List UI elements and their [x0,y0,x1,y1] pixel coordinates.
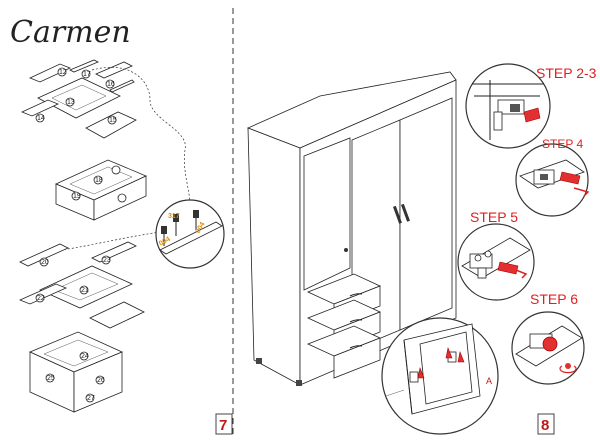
part-label: 17 [83,71,91,78]
step-5-detail [457,223,535,301]
detail-guide-line [91,67,191,206]
hardware-code: 004 [195,221,207,235]
page-number-box [537,413,555,435]
step-label: STEP 5 [470,209,518,225]
hardware-detail-callout: 317 004 004 [155,199,225,269]
hardware-code: 317 [168,213,180,220]
step-2-3-detail [465,63,551,149]
callout-letter: A [486,376,492,386]
top-drawer-exploded-diagram: 12 13 14 15 16 17 [20,59,137,139]
part-label: 14 [37,115,45,122]
part-label: 12 [59,69,67,76]
page-number-box [215,413,233,435]
part-label: 15 [109,117,117,124]
part-label: 26 [97,377,105,384]
step-6-detail [511,311,585,385]
part-label: 21 [81,287,89,294]
part-label: 19 [73,193,81,200]
part-label: 20 [41,259,49,266]
wardrobe-diagram [246,71,457,386]
step-label: STEP 4 [542,137,583,151]
part-label: 25 [47,375,55,382]
hardware-code: 004 [158,236,172,248]
step-4-detail [515,143,590,217]
part-label: 27 [87,395,95,402]
step-label: STEP 6 [530,291,578,307]
detail-guide-line [59,231,161,251]
page-number-left: 7 [219,417,227,434]
bottom-drawer-assembled-diagram: 24 25 26 27 [28,331,124,413]
step-label: STEP 2-3 [536,65,597,81]
page-number-right: 8 [541,417,549,434]
part-label: 18 [95,177,103,184]
door-detail-callout [381,317,499,435]
brand-logo: Carmen [10,15,131,50]
part-label: 16 [107,81,115,88]
part-label: 24 [81,353,89,360]
part-label: 23 [103,257,111,264]
top-drawer-assembled-diagram: 18 19 [55,159,147,221]
part-label: 13 [67,99,75,106]
part-label: 22 [37,295,45,302]
bottom-drawer-exploded-diagram: 20 21 22 23 [18,241,145,329]
